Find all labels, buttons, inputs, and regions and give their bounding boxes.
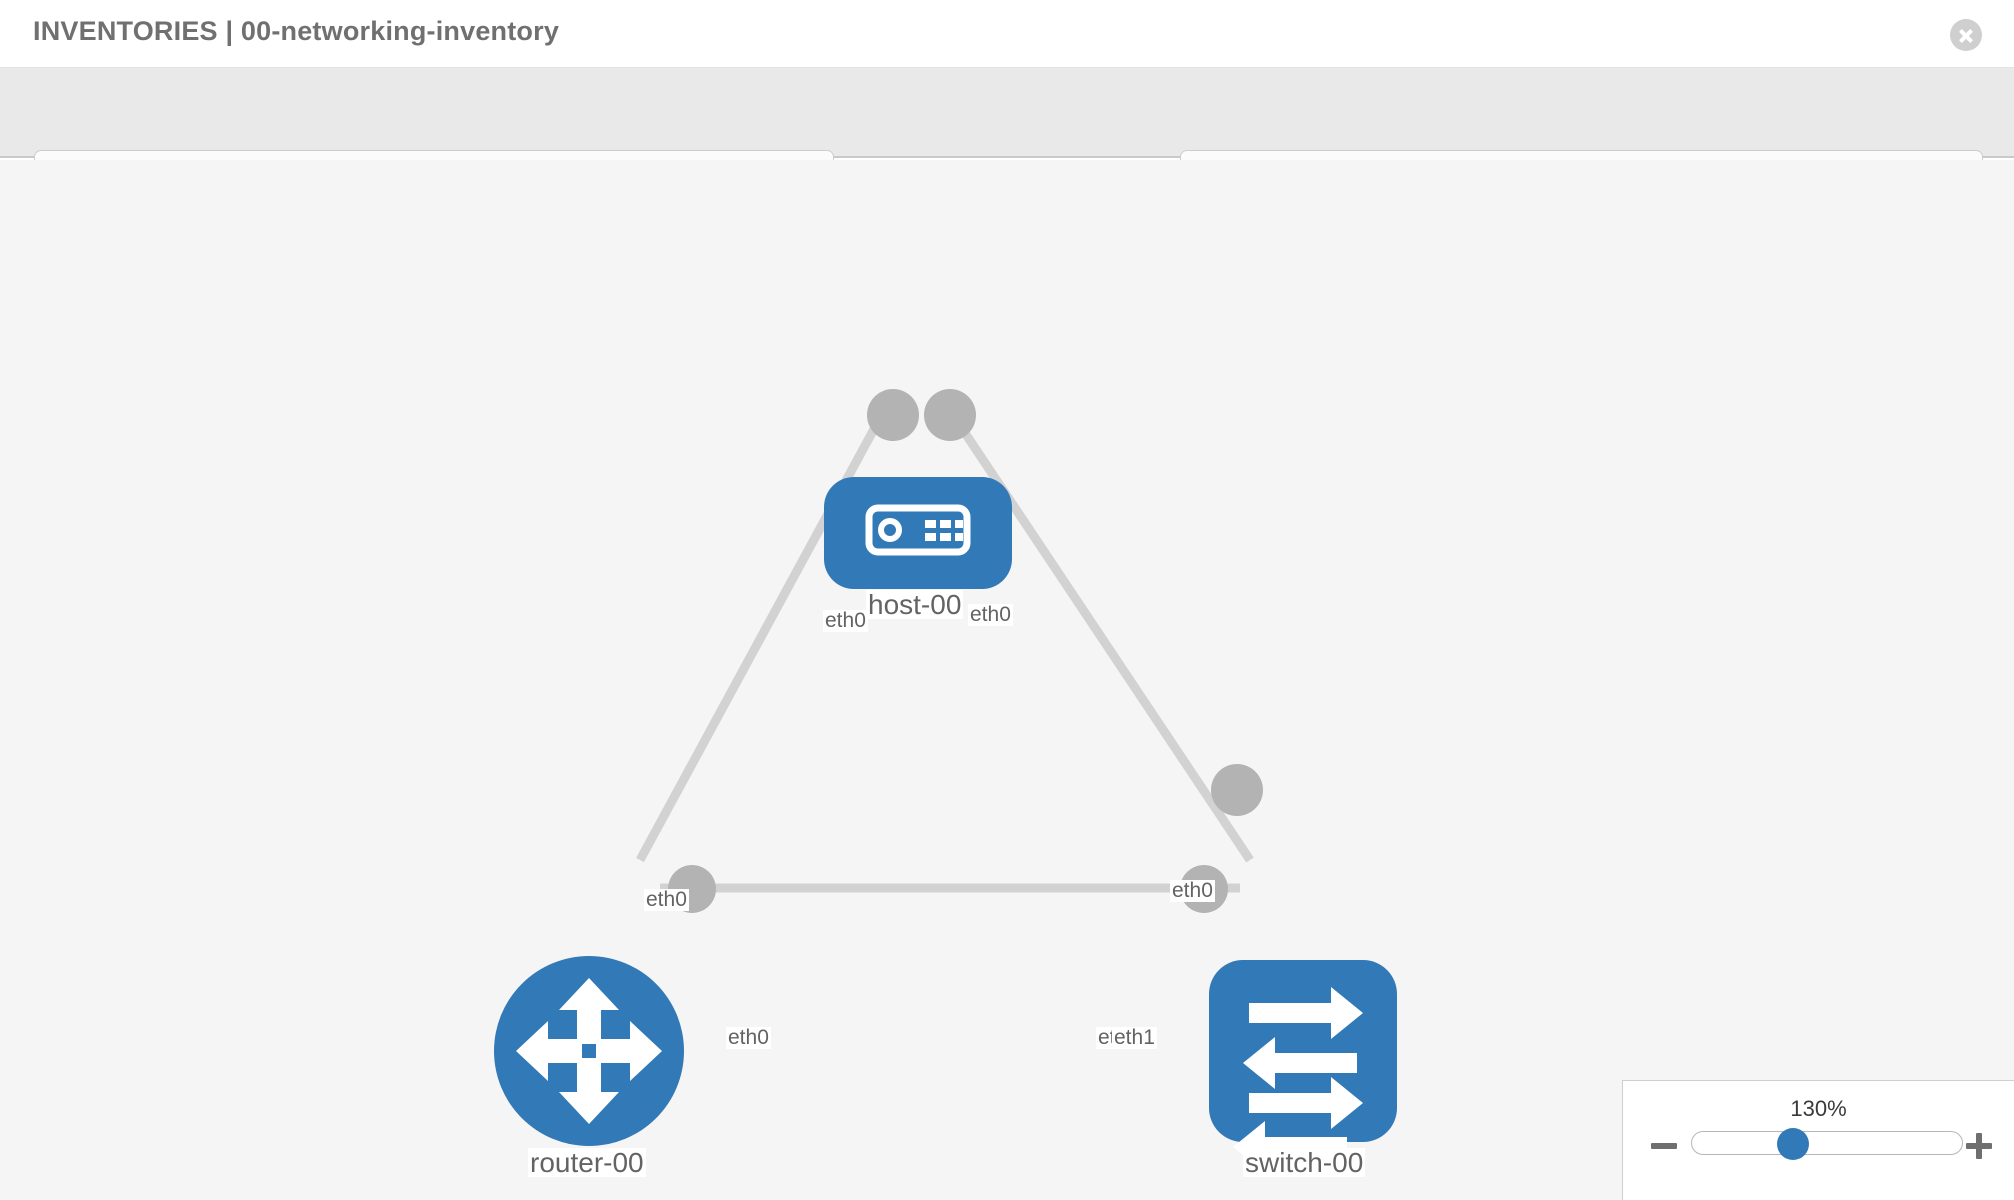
- close-icon[interactable]: [1950, 19, 1982, 51]
- interface-label-switch-up: eth0: [1170, 879, 1215, 903]
- interface-label-host-right: eth0: [968, 603, 1013, 627]
- connector-host-right: [924, 389, 976, 441]
- node-label-host-00[interactable]: host-00: [866, 589, 964, 620]
- connector-host-left: [867, 389, 919, 441]
- interface-label-router-up: eth0: [644, 888, 689, 912]
- zoom-slider-track[interactable]: [1691, 1131, 1963, 1155]
- zoom-control-panel: 130%: [1622, 1080, 2014, 1200]
- interface-label-host-left: eth0: [823, 609, 868, 633]
- node-label-switch-00[interactable]: switch-00: [1243, 1147, 1366, 1178]
- node-switch-00: [1209, 960, 1397, 1173]
- topology-graph: [494, 389, 1397, 1173]
- zoom-slider-handle[interactable]: [1777, 1128, 1809, 1160]
- zoom-level-value: 130%: [1790, 1096, 1847, 1121]
- page-title: INVENTORIES | 00-networking-inventory: [33, 16, 560, 46]
- zoom-out-icon[interactable]: [1651, 1133, 1677, 1159]
- node-router-00: [494, 956, 684, 1146]
- interface-label-router-right: eth0: [726, 1026, 771, 1050]
- interface-label-switch-left: eth1: [1112, 1026, 1157, 1050]
- node-host-00: [824, 477, 1012, 589]
- connector-switch-top: [1211, 764, 1263, 816]
- page-header: INVENTORIES | 00-networking-inventory: [0, 0, 2014, 68]
- toolbar: ACTIONS SEARCH: [0, 68, 2014, 202]
- topology-canvas[interactable]: host-00 router-00 switch-00 eth0 eth0 et…: [0, 160, 2014, 1200]
- zoom-in-icon[interactable]: [1966, 1133, 1992, 1159]
- node-label-router-00[interactable]: router-00: [528, 1147, 646, 1178]
